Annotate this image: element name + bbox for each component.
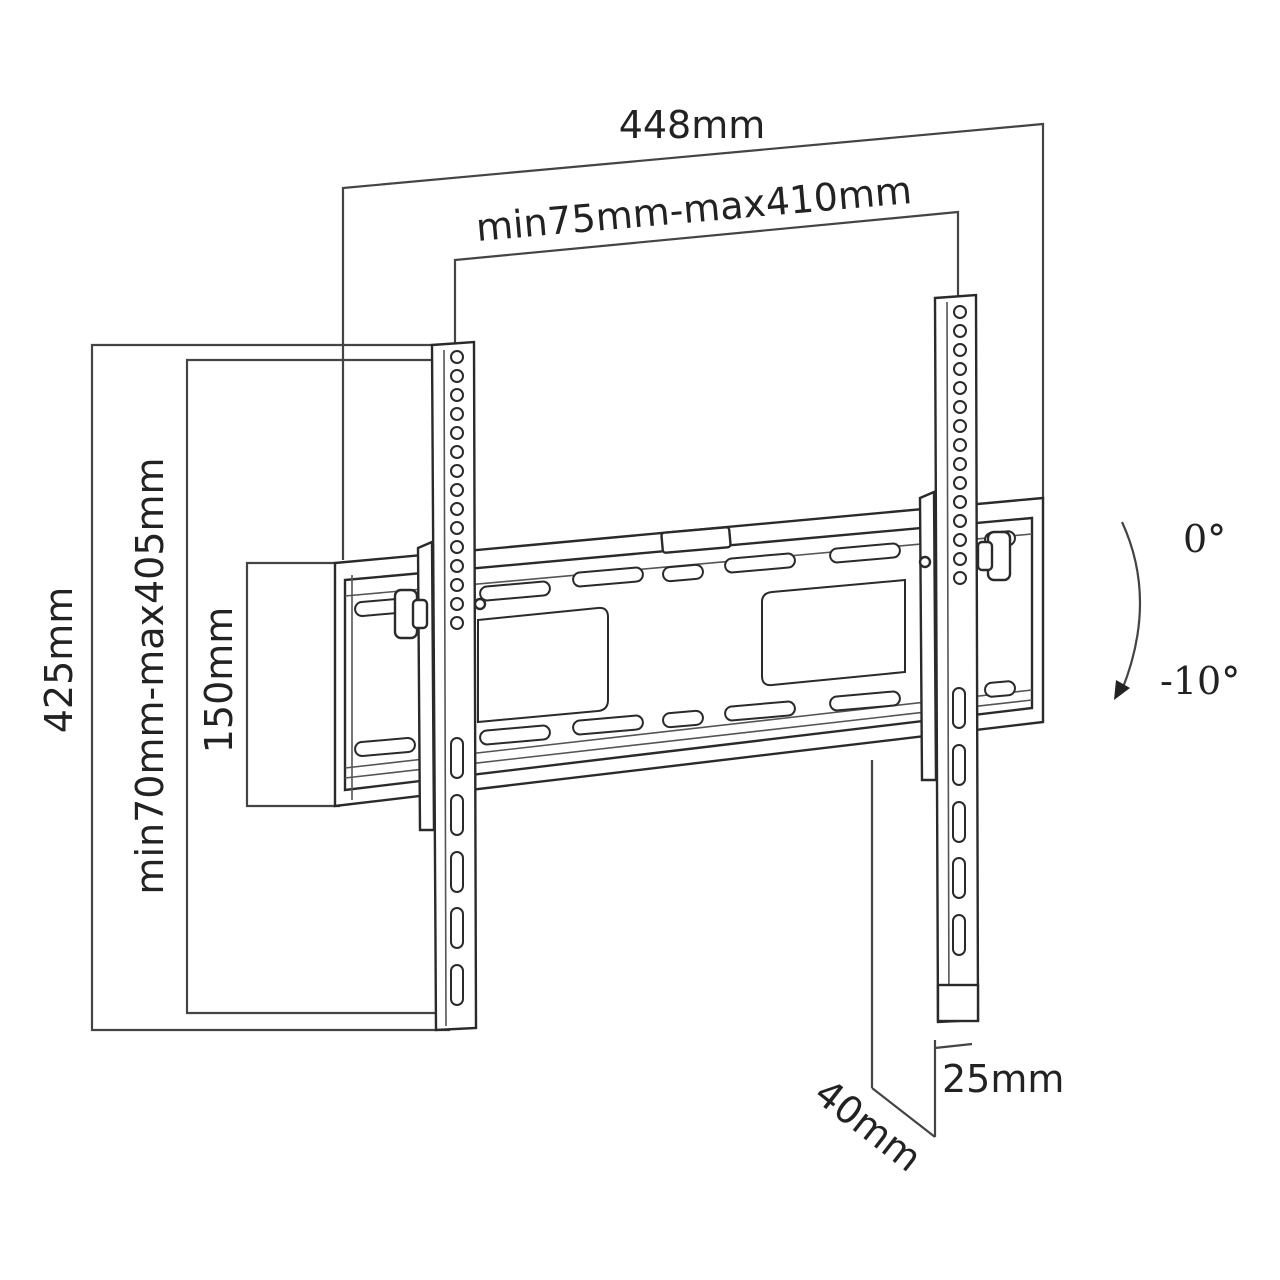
label-tilt-start: 0° bbox=[1183, 517, 1226, 561]
label-profile-depth: 40mm bbox=[806, 1070, 930, 1180]
right-arm-foot bbox=[936, 983, 980, 1023]
cutout-right bbox=[761, 578, 906, 687]
dimension-wall-plate-height: 150mm bbox=[197, 561, 340, 808]
tilt-arrow-icon bbox=[1120, 521, 1142, 691]
dimension-vesa-horizontal: min75mm-max410mm bbox=[453, 168, 960, 345]
dimension-overall-width: 448mm bbox=[341, 103, 1045, 560]
right-tilt-knob bbox=[976, 530, 1012, 582]
dimension-depth: 40mm 25mm bbox=[806, 760, 1064, 1180]
right-arm-slots bbox=[952, 687, 966, 956]
right-arm-holes bbox=[953, 305, 967, 585]
upper-slots bbox=[354, 530, 1016, 618]
dimension-vesa-vertical: min70mm-max405mm bbox=[128, 358, 450, 1015]
label-overall-height: 425mm bbox=[37, 587, 81, 734]
label-tilt-end: -10° bbox=[1160, 659, 1240, 703]
label-overall-width: 448mm bbox=[619, 103, 766, 147]
lower-slots bbox=[354, 680, 1016, 758]
label-vesa-vertical: min70mm-max405mm bbox=[128, 457, 172, 894]
left-arm-slots bbox=[450, 737, 464, 1006]
level-indicator bbox=[660, 526, 732, 554]
tilt-indicator: 0° -10° bbox=[1114, 517, 1240, 703]
left-arm-holes bbox=[450, 350, 464, 630]
wall-plate bbox=[333, 496, 1045, 808]
left-tilt-knob bbox=[393, 588, 429, 640]
label-wall-plate-height: 150mm bbox=[197, 607, 241, 754]
left-tilt-bracket bbox=[416, 540, 436, 832]
arrow-head-icon bbox=[1114, 680, 1130, 700]
cutout-left bbox=[477, 606, 609, 724]
left-arm bbox=[393, 340, 487, 1032]
right-tilt-bracket bbox=[918, 490, 938, 782]
label-arm-width: 25mm bbox=[942, 1057, 1064, 1101]
dimension-overall-height: 425mm bbox=[37, 343, 450, 1032]
right-arm bbox=[918, 293, 1012, 1024]
